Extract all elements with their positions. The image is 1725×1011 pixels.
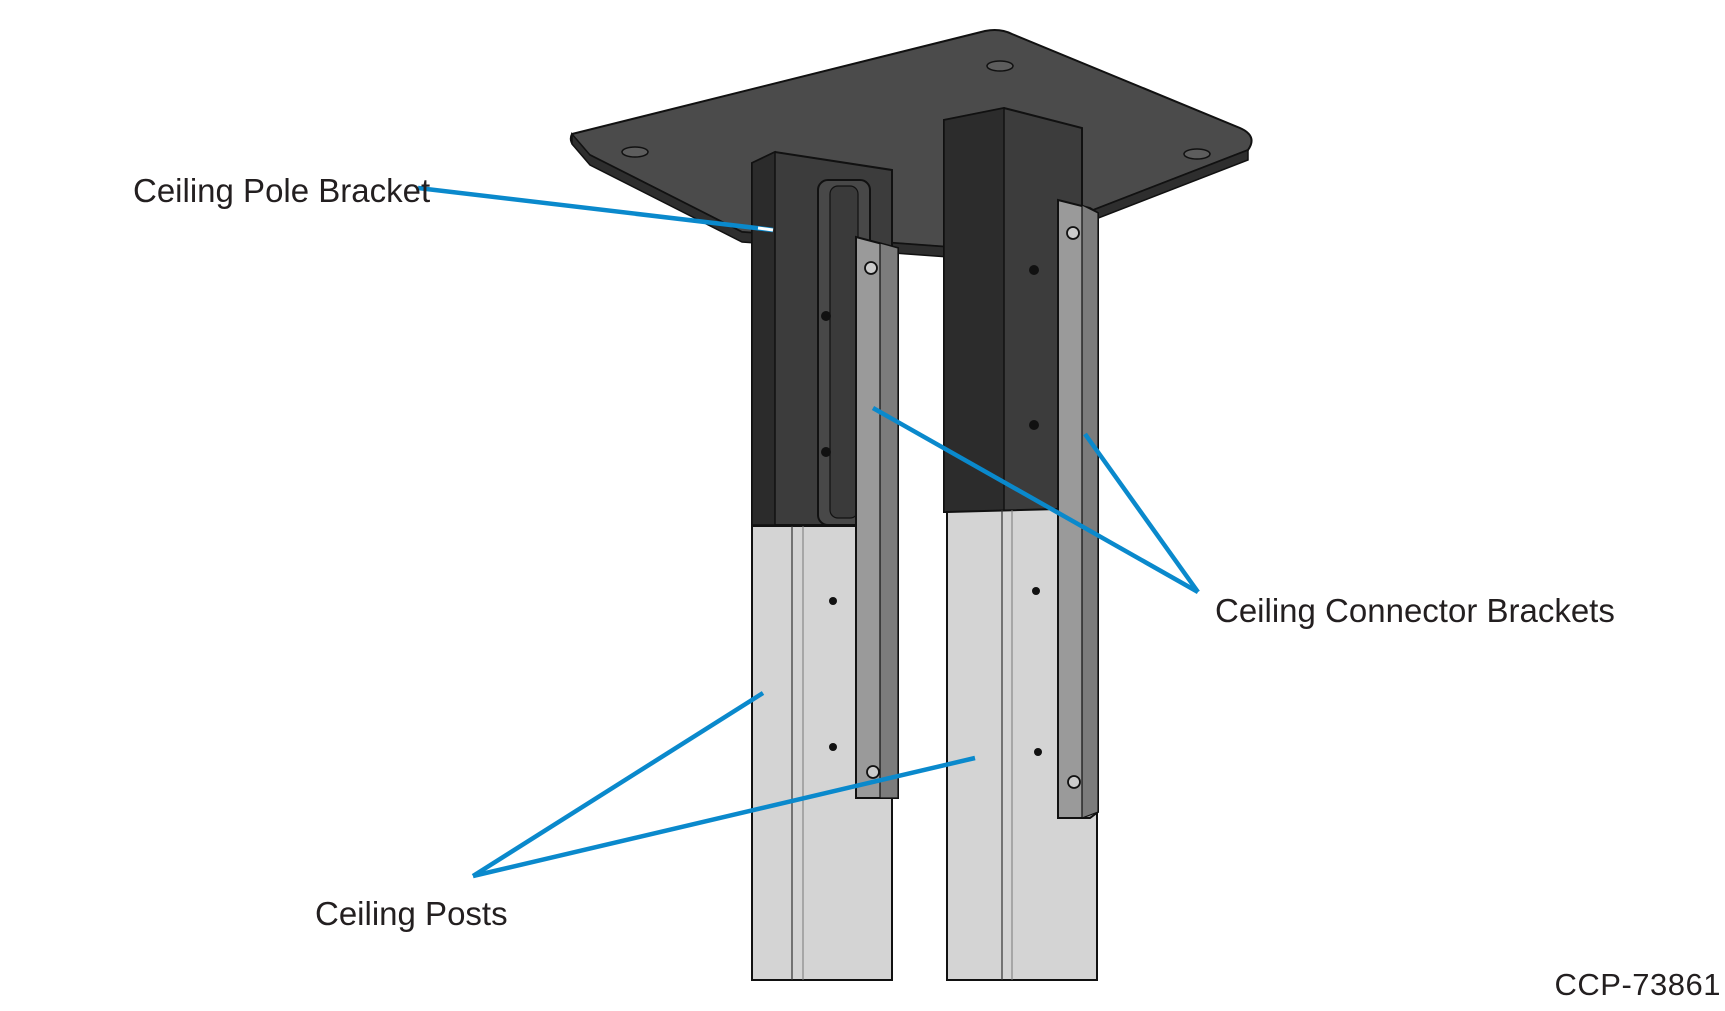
bolt-hole: [1034, 748, 1042, 756]
screw: [864, 261, 878, 275]
bolt-hole: [821, 311, 831, 321]
screw: [1066, 226, 1080, 240]
ceiling-connector-bracket-left: [855, 235, 899, 799]
leader-lines: [417, 185, 1200, 879]
bolt-hole: [1032, 587, 1040, 595]
bolt-hole: [821, 447, 831, 457]
label-ceiling-connector-brackets: Ceiling Connector Brackets: [1215, 592, 1615, 629]
screw: [1067, 775, 1081, 789]
ceiling-pole-bracket-right: [943, 106, 1083, 513]
bolt-hole: [1029, 265, 1039, 275]
leader-post-left: [471, 691, 765, 878]
leader-connector-right: [1083, 432, 1200, 594]
label-ceiling-pole-bracket: Ceiling Pole Bracket: [133, 172, 430, 209]
ceiling-plate: [569, 29, 1253, 261]
ceiling-connector-bracket-right: [1057, 198, 1099, 819]
bolt-hole: [829, 743, 837, 751]
bolt-hole: [1029, 420, 1039, 430]
document-id: CCP-73861: [1554, 967, 1721, 1002]
leader-connector-left: [871, 406, 1200, 594]
mounting-hole: [986, 60, 1014, 72]
mounting-hole: [621, 146, 649, 158]
label-ceiling-posts: Ceiling Posts: [315, 895, 508, 932]
leader-pole-bracket: [417, 185, 774, 233]
bolt-hole: [829, 597, 837, 605]
leader-post-right: [472, 755, 976, 879]
mounting-hole: [1183, 148, 1211, 160]
screw: [866, 765, 880, 779]
